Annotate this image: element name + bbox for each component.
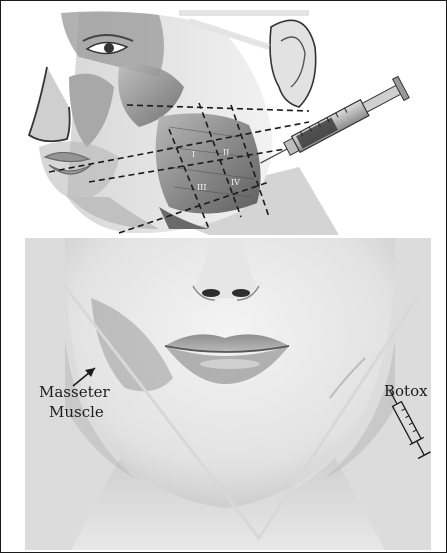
anatomy-illustration: I II III IV bbox=[9, 7, 439, 235]
nose bbox=[29, 67, 70, 141]
svg-text:III: III bbox=[197, 183, 206, 192]
nostril-right bbox=[232, 289, 250, 297]
nostril-left bbox=[202, 289, 220, 297]
svg-text:I: I bbox=[192, 150, 195, 159]
svg-text:IV: IV bbox=[231, 178, 240, 187]
syringe-illustration bbox=[255, 76, 409, 173]
anatomy-drawing: I II III IV bbox=[9, 7, 439, 235]
eye-pupil bbox=[104, 43, 114, 53]
botox-label: Botox bbox=[384, 382, 428, 400]
svg-text:II: II bbox=[223, 148, 229, 157]
ear bbox=[270, 20, 316, 107]
muscle-label: Muscle bbox=[49, 403, 104, 421]
masseter-label: Masseter bbox=[39, 383, 110, 401]
masseter-muscle bbox=[156, 113, 261, 213]
